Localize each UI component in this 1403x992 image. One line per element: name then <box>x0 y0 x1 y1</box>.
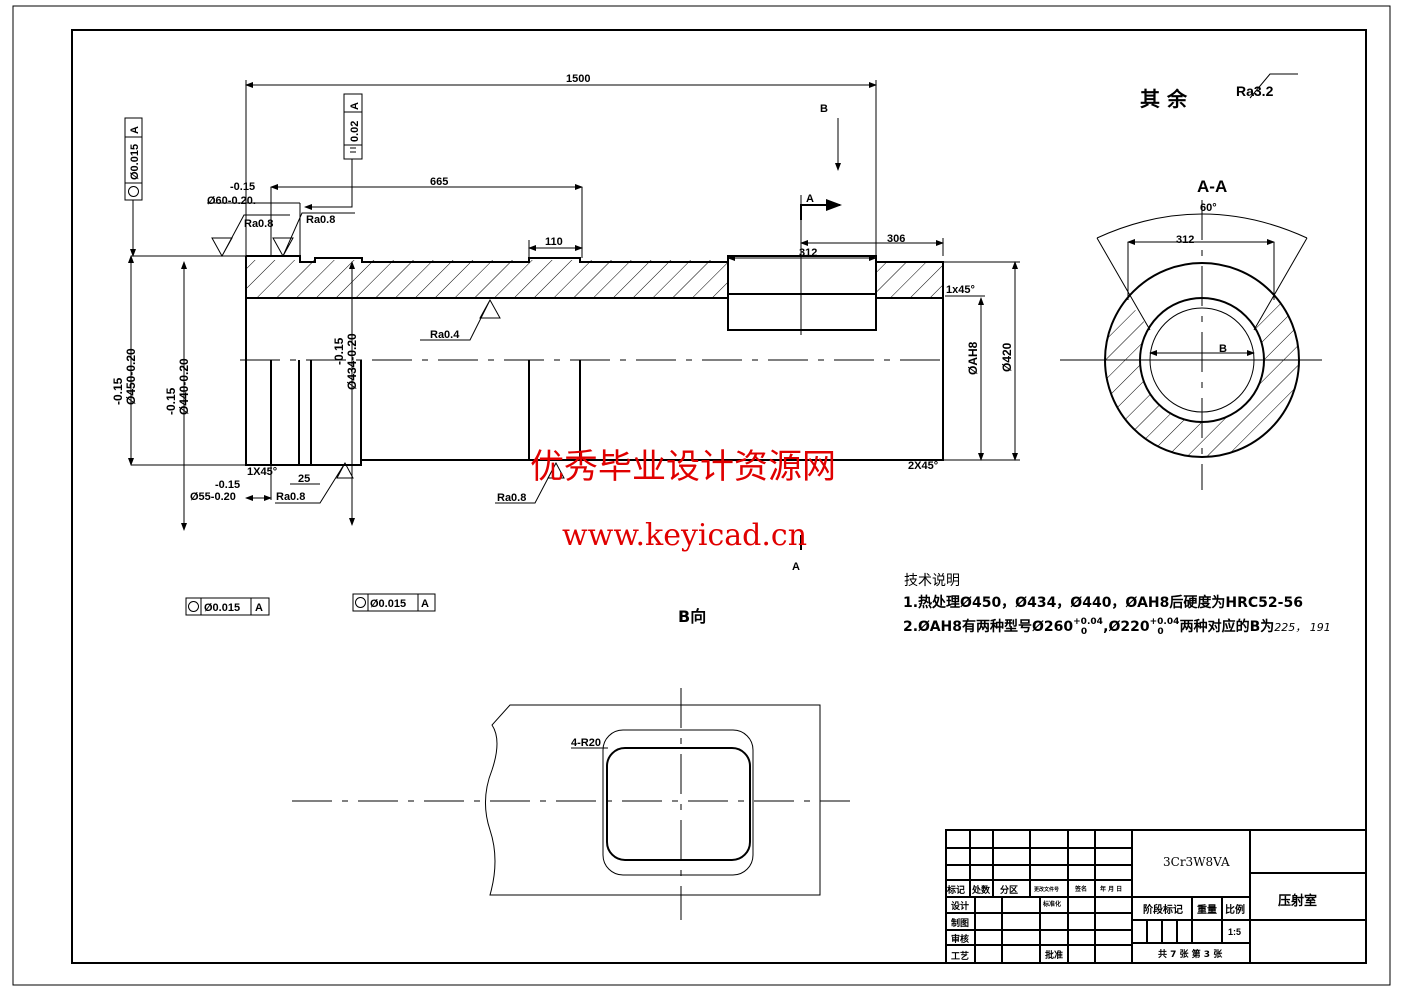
dim-665: 665 <box>430 176 448 188</box>
watermark-url: www.keyicad.cn <box>562 518 807 553</box>
gdt-frame-left: Ø0.015 A <box>124 117 143 257</box>
dim-312: 312 <box>799 247 817 259</box>
section-aa-angle: 60° <box>1200 202 1217 214</box>
header-zone: 分区 <box>1000 884 1018 896</box>
sheet-count: 共 7 张 第 3 张 <box>1158 948 1223 960</box>
section-aa-view: A-A 60° 312 B <box>1060 177 1322 490</box>
section-hatch-left <box>247 260 728 298</box>
dia-434-label: Ø434-0.20 <box>345 333 359 390</box>
tech-notes-title: 技术说明 <box>904 573 960 589</box>
label-scale: 比例 <box>1225 903 1245 916</box>
remaining-roughness-label: 其 余 <box>1140 87 1188 111</box>
tech-notes-line2-c: 两种对应的B为 <box>1180 618 1275 635</box>
roughness-ra04: Ra0.4 <box>430 329 460 341</box>
dim-1500: 1500 <box>566 73 590 85</box>
gdt-frame-bottom-2: Ø0.015 A <box>352 593 436 612</box>
tech-notes-sub2: 0 <box>1157 627 1163 637</box>
header-mark: 标记 <box>946 884 965 896</box>
header-count: 处数 <box>971 884 991 896</box>
gdt-frame-parallel: 0.02 A <box>304 93 363 210</box>
dia-440-tolerance: -0.15 <box>164 387 178 415</box>
tech-notes-line1: 1.热处理Ø450，Ø434，Ø440，ØAH8后硬度为HRC52-56 <box>903 594 1303 611</box>
chamfer-1x45-left: 1X45° <box>247 466 277 478</box>
label-design: 设计 <box>951 900 969 912</box>
part-name: 压射室 <box>1278 893 1317 909</box>
gdt-bottom2-value: Ø0.015 <box>370 598 406 610</box>
section-hatch-right <box>876 262 943 298</box>
drawing-frame <box>71 29 1367 964</box>
label-process: 工艺 <box>951 950 969 962</box>
gdt-left-value: Ø0.015 <box>129 144 141 180</box>
section-marker-a-top: A <box>806 193 814 205</box>
roughness-ra08-d: Ra0.8 <box>497 492 526 504</box>
gdt-bottom1-datum: A <box>255 602 263 614</box>
gdt-frame-bottom-1: Ø0.015 A <box>185 597 270 616</box>
dim-25: 25 <box>298 473 310 485</box>
section-markers: A B A <box>792 103 842 573</box>
gdt-left-datum: A <box>129 126 141 134</box>
header-date: 年 月 日 <box>1100 885 1122 893</box>
tech-notes-line2-d: 225， 191 <box>1274 621 1331 634</box>
title-block: 3Cr3W8VA 压射室 标记 处数 分区 更改文件号 签名 年 月 日 设计 … <box>945 829 1367 964</box>
section-aa-b: B <box>1219 343 1227 355</box>
section-aa-width: 312 <box>1176 234 1194 246</box>
label-standardization: 标准化 <box>1042 900 1061 908</box>
material: 3Cr3W8VA <box>1163 855 1230 869</box>
gdt-bottom1-value: Ø0.015 <box>204 602 240 614</box>
dia-55-tolerance: -0.15 <box>215 479 240 491</box>
gdt-parallel-value: 0.02 <box>349 121 361 142</box>
dia-434-tolerance: -0.15 <box>332 337 346 365</box>
label-weight: 重量 <box>1197 903 1217 916</box>
technical-notes: 技术说明 1.热处理Ø450，Ø434，Ø440，ØAH8后硬度为HRC52-5… <box>903 573 1331 637</box>
watermark: 优秀毕业设计资源网 www.keyicad.cn <box>530 447 836 553</box>
dia-420-label: Ø420 <box>1000 342 1014 372</box>
label-review: 审核 <box>951 933 969 945</box>
dia-450-tolerance: -0.15 <box>111 377 125 405</box>
tech-notes-line2-b: ,Ø220 <box>1103 619 1150 635</box>
dim-306: 306 <box>887 233 905 245</box>
label-drawing: 制图 <box>951 917 969 929</box>
view-b-radius: 4-R20 <box>571 737 601 749</box>
scale-value: 1:5 <box>1228 927 1241 937</box>
roughness-symbols: Ra0.8 Ra0.8 Ra0.4 Ra0.8 Ra0.8 Ra3.2 其 余 <box>211 73 1298 504</box>
view-b: B向 4-R20 <box>292 607 850 920</box>
chamfer-1x45-right: 1x45° <box>946 284 975 296</box>
roughness-ra08-b: Ra0.8 <box>306 214 335 226</box>
header-signature: 签名 <box>1074 885 1087 893</box>
tech-notes-sup1: +0.04 <box>1073 617 1103 627</box>
header-change-doc: 更改文件号 <box>1034 886 1059 893</box>
gdt-parallel-datum: A <box>349 102 361 110</box>
chamfer-2x45: 2X45° <box>908 460 938 472</box>
gdt-bottom2-datum: A <box>421 598 429 610</box>
label-approve: 批准 <box>1045 949 1063 961</box>
view-b-title: B向 <box>678 607 706 626</box>
tech-notes-line2-a: 2.ØAH8有两种型号Ø260 <box>903 618 1073 635</box>
outer-border <box>12 5 1391 986</box>
remaining-roughness-value: Ra3.2 <box>1236 83 1274 99</box>
watermark-title: 优秀毕业设计资源网 <box>530 447 836 487</box>
view-marker-b: B <box>820 103 828 115</box>
label-stage-mark: 阶段标记 <box>1143 903 1183 916</box>
section-aa-title: A-A <box>1197 177 1227 196</box>
tech-notes-sub1: 0 <box>1081 627 1087 637</box>
tech-notes-sup2: +0.04 <box>1150 617 1180 627</box>
dia-ah8-label: ØAH8 <box>966 341 980 375</box>
dim-110: 110 <box>545 236 563 248</box>
dia-440-label: Ø440-0.20 <box>177 358 191 415</box>
roughness-ra08-c: Ra0.8 <box>276 491 305 503</box>
dia-55-label: Ø55-0.20 <box>190 491 236 503</box>
main-view <box>240 80 950 466</box>
dia-60-tolerance: -0.15 <box>230 181 255 193</box>
dia-60-label: Ø60-0.20. <box>207 195 256 207</box>
roughness-ra08-a: Ra0.8 <box>244 218 273 230</box>
svg-text:2.ØAH8有两种型号Ø260+0.040,Ø220+0.0: 2.ØAH8有两种型号Ø260+0.040,Ø220+0.040两种对应的B为2… <box>903 617 1331 637</box>
section-marker-a-bottom: A <box>792 561 800 573</box>
dimensions: 1500 665 110 312 306 -0.15 Ø60-0.20. -0.… <box>111 73 1020 531</box>
dia-450-label: Ø450-0.20 <box>124 348 138 405</box>
